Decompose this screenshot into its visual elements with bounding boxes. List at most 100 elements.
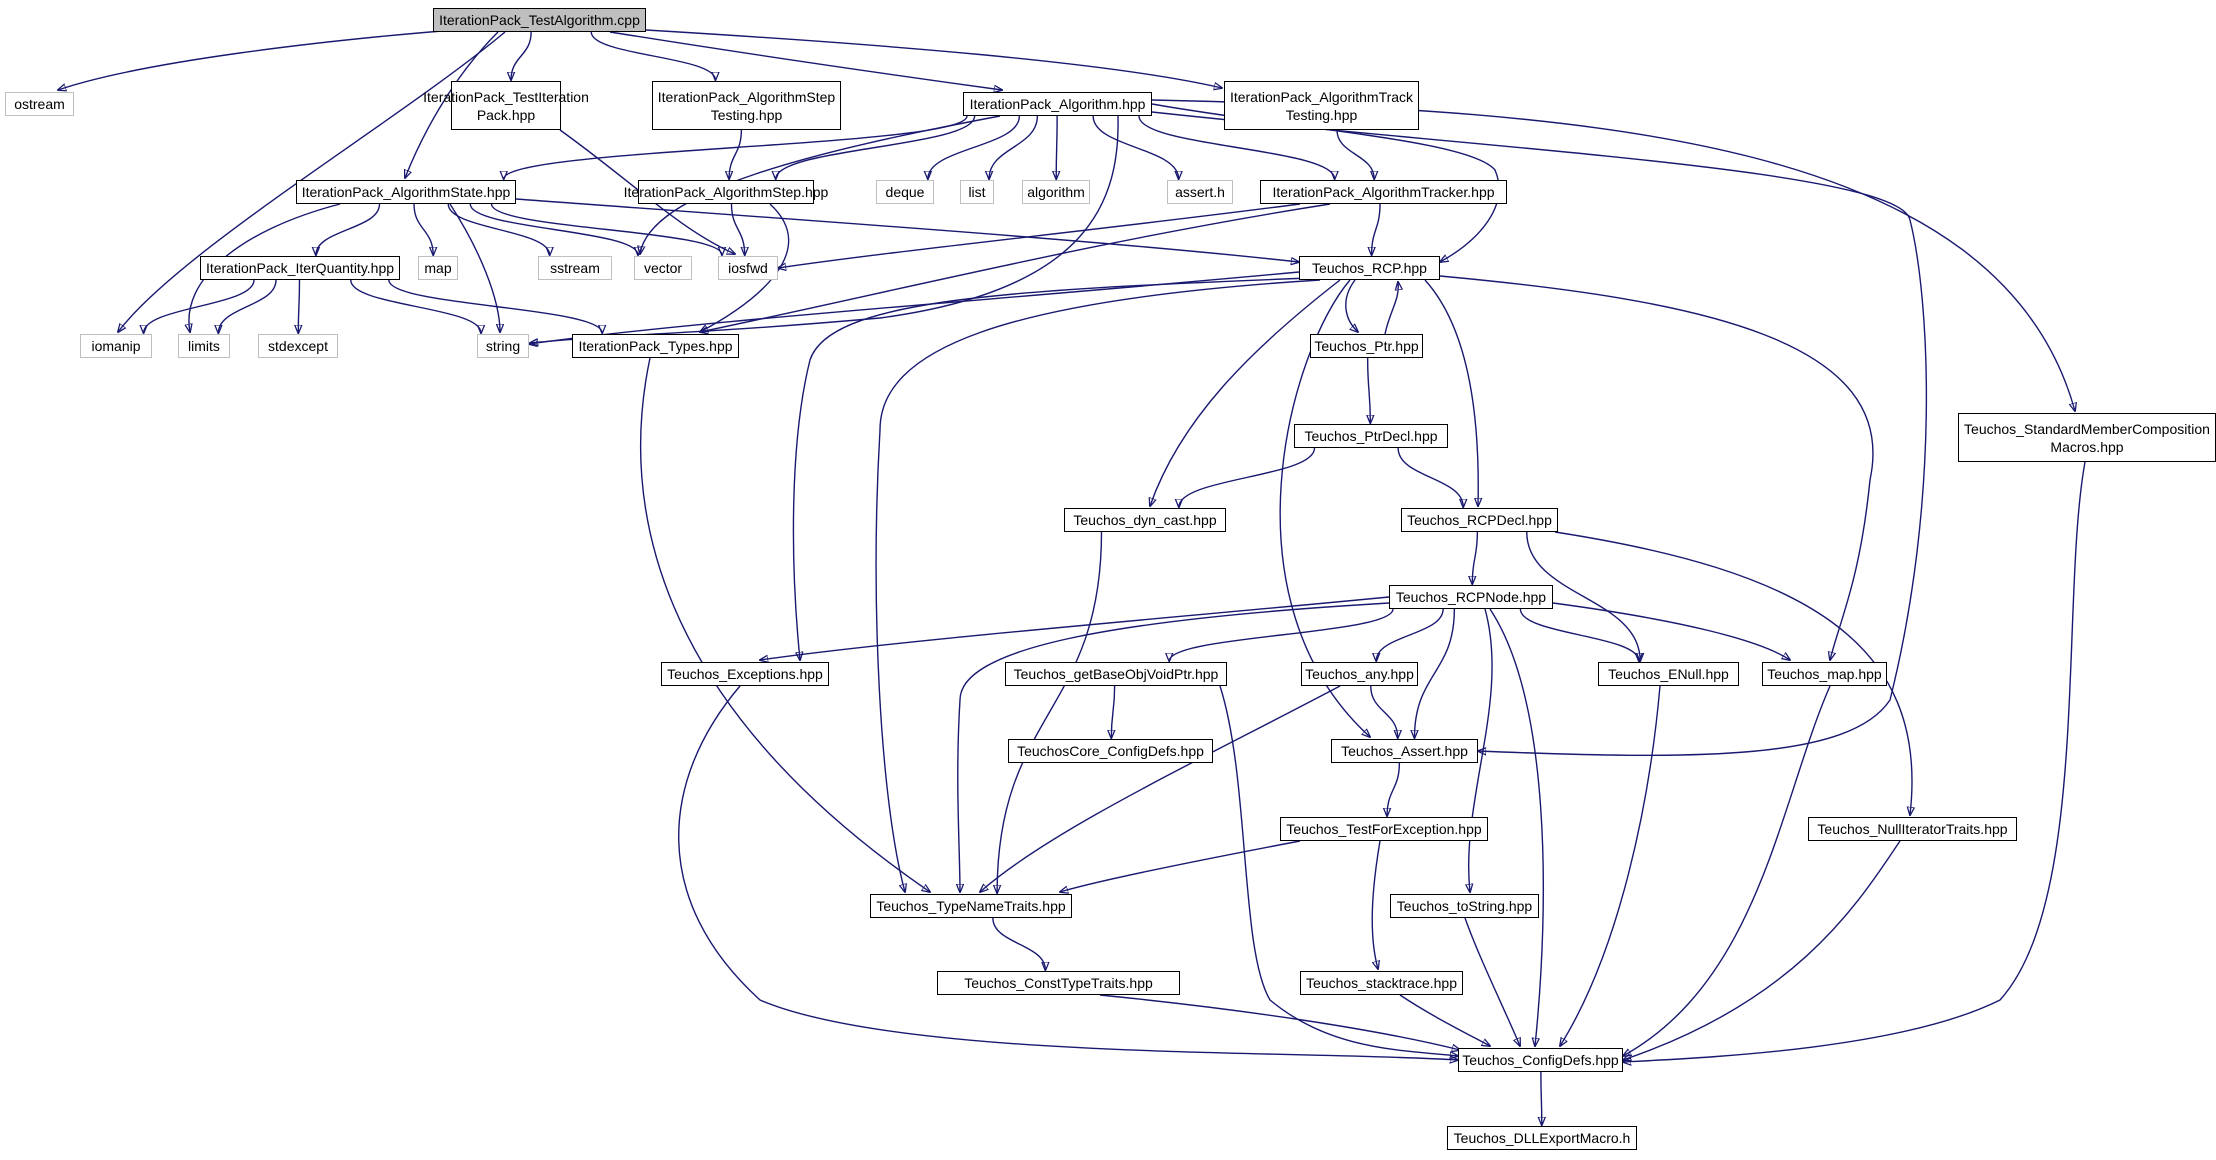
node-dllexport[interactable]: Teuchos_DLLExportMacro.h [1447, 1126, 1637, 1150]
edge-nulliter-to-configdefs [1623, 840, 1901, 1060]
node-algtracktest[interactable]: IterationPack_AlgorithmTrack Testing.hpp [1224, 81, 1419, 130]
node-label: Teuchos_TypeNameTraits.hpp [876, 898, 1066, 914]
node-coreconfig[interactable]: TeuchosCore_ConfigDefs.hpp [1008, 739, 1213, 763]
node-ptrdecl[interactable]: Teuchos_PtrDecl.hpp [1294, 424, 1448, 448]
node-label: IterationPack_AlgorithmState.hpp [301, 184, 511, 200]
node-string: string [477, 334, 529, 358]
node-consttype[interactable]: Teuchos_ConstTypeTraits.hpp [937, 971, 1180, 995]
node-stdmember[interactable]: Teuchos_StandardMemberComposition Macros… [1958, 413, 2216, 462]
node-list: list [960, 180, 994, 204]
edge-algtracker-to-rcp [1372, 203, 1381, 255]
edge-rcpnode-to-tmap [1552, 602, 1790, 660]
edge-algorithm-hpp-to-stdmember [1151, 99, 2075, 411]
node-rcpdecl[interactable]: Teuchos_RCPDecl.hpp [1401, 508, 1558, 532]
edge-root-to-algtracktest [645, 29, 1222, 88]
edge-algorithm-hpp-to-list [989, 115, 1039, 179]
node-label: Teuchos_ConstTypeTraits.hpp [964, 975, 1153, 991]
node-label: IterationPack_Types.hpp [578, 338, 733, 354]
node-label: iomanip [91, 338, 141, 354]
node-exceptions[interactable]: Teuchos_Exceptions.hpp [661, 662, 829, 686]
edge-algtracktest-to-algtracker [1336, 129, 1374, 179]
node-algorithm: algorithm [1022, 180, 1090, 204]
node-algsteptest[interactable]: IterationPack_AlgorithmStep Testing.hpp [652, 81, 841, 130]
node-types[interactable]: IterationPack_Types.hpp [572, 334, 739, 358]
edge-algsteptest-to-algstep [729, 129, 743, 179]
edge-algtracker-to-types [700, 203, 1331, 332]
edge-dyncast-to-typename [997, 531, 1103, 893]
node-ptr[interactable]: Teuchos_Ptr.hpp [1310, 334, 1423, 358]
edge-algorithm-hpp-to-string [530, 115, 1119, 343]
node-tostring[interactable]: Teuchos_toString.hpp [1390, 894, 1539, 918]
edge-tostring-to-configdefs [1464, 917, 1520, 1046]
edge-getbase-to-coreconfig [1111, 685, 1114, 738]
node-ostream: ostream [5, 92, 74, 116]
node-label: map [424, 260, 452, 276]
node-testforexc[interactable]: Teuchos_TestForException.hpp [1280, 817, 1488, 841]
edge-any-to-assert [1370, 685, 1398, 738]
node-label: Teuchos_ENull.hpp [1608, 666, 1729, 682]
node-nulliter[interactable]: Teuchos_NullIteratorTraits.hpp [1808, 817, 2017, 841]
node-any[interactable]: Teuchos_any.hpp [1301, 662, 1418, 686]
node-label: Teuchos_RCP.hpp [1312, 260, 1427, 276]
edge-testforexc-to-typename [1060, 840, 1301, 892]
edge-root-to-algstate [405, 31, 499, 178]
edge-root-to-testiter [511, 31, 532, 80]
node-assert[interactable]: Teuchos_Assert.hpp [1331, 739, 1478, 763]
node-algstate[interactable]: IterationPack_AlgorithmState.hpp [296, 180, 516, 204]
edge-algorithm-hpp-to-algstep [776, 115, 976, 179]
edge-algtracker-to-iosfwd [778, 203, 1301, 268]
node-label: Teuchos_NullIteratorTraits.hpp [1817, 821, 2008, 837]
node-dyncast[interactable]: Teuchos_dyn_cast.hpp [1064, 508, 1226, 532]
node-label: Teuchos_RCPDecl.hpp [1407, 512, 1552, 528]
edge-iterquantity-to-iomanip [144, 279, 255, 333]
edge-iterquantity-to-stdexcept [298, 279, 299, 333]
edge-rcpnode-to-tostring [1469, 608, 1493, 892]
node-tmap[interactable]: Teuchos_map.hpp [1762, 662, 1887, 686]
node-label: Teuchos_StandardMemberComposition Macros… [1964, 420, 2210, 455]
node-label: Teuchos_dyn_cast.hpp [1073, 512, 1217, 528]
node-label: IterationPack_AlgorithmStep Testing.hpp [657, 88, 836, 123]
node-rcpnode[interactable]: Teuchos_RCPNode.hpp [1389, 585, 1553, 609]
edge-consttype-to-configdefs [1099, 994, 1460, 1050]
edge-rcpdecl-to-rcpnode [1472, 531, 1479, 584]
edge-rcpdecl-to-nulliter [1554, 531, 1912, 815]
edge-any-to-typename [980, 685, 1341, 892]
edge-tmap-to-configdefs [1623, 685, 1831, 1056]
edge-root-to-algorithm-hpp [609, 31, 1002, 90]
edge-root-to-iomanip [118, 31, 506, 332]
edge-algorithm-hpp-to-asserth [1092, 115, 1179, 179]
node-label: Teuchos_getBaseObjVoidPtr.hpp [1013, 666, 1219, 682]
node-root[interactable]: IterationPack_TestAlgorithm.cpp [433, 8, 646, 32]
node-getbase[interactable]: Teuchos_getBaseObjVoidPtr.hpp [1005, 662, 1227, 686]
node-label: assert.h [1175, 184, 1225, 200]
node-iomanip: iomanip [80, 334, 152, 358]
edge-algstate-to-iterquantity [316, 203, 381, 255]
node-configdefs[interactable]: Teuchos_ConfigDefs.hpp [1458, 1048, 1623, 1072]
node-typename[interactable]: Teuchos_TypeNameTraits.hpp [870, 894, 1072, 918]
edge-algstate-to-string [449, 203, 500, 332]
edge-ptrdecl-to-dyncast [1179, 447, 1316, 507]
node-label: vector [643, 260, 683, 276]
edge-root-to-ostream [58, 27, 481, 90]
node-iterquantity[interactable]: IterationPack_IterQuantity.hpp [200, 256, 400, 280]
node-enull[interactable]: Teuchos_ENull.hpp [1598, 662, 1739, 686]
edge-algstate-to-iosfwd [490, 203, 723, 255]
edge-rcp-to-ptr [1345, 279, 1358, 332]
node-algorithm-hpp[interactable]: IterationPack_Algorithm.hpp [963, 92, 1152, 116]
node-label: limits [188, 338, 220, 354]
node-rcp[interactable]: Teuchos_RCP.hpp [1299, 256, 1440, 280]
node-deque: deque [876, 180, 934, 204]
node-algstep[interactable]: IterationPack_AlgorithmStep.hpp [624, 180, 828, 204]
node-stacktrace[interactable]: Teuchos_stacktrace.hpp [1300, 971, 1463, 995]
edge-iterquantity-to-types [388, 279, 602, 333]
edge-rcp-to-tmap [1439, 275, 1874, 660]
node-label: Teuchos_RCPNode.hpp [1395, 589, 1547, 605]
node-algtracker[interactable]: IterationPack_AlgorithmTracker.hpp [1260, 180, 1507, 204]
edge-rcp-to-exceptions [792, 277, 1311, 660]
edge-rcpnode-to-assert [1414, 608, 1456, 738]
edge-iterquantity-to-string [350, 279, 481, 333]
node-label: IterationPack_AlgorithmTracker.hpp [1272, 184, 1495, 200]
node-testiter[interactable]: IterationPack_TestIteration Pack.hpp [423, 81, 589, 130]
node-iosfwd: iosfwd [718, 256, 778, 280]
